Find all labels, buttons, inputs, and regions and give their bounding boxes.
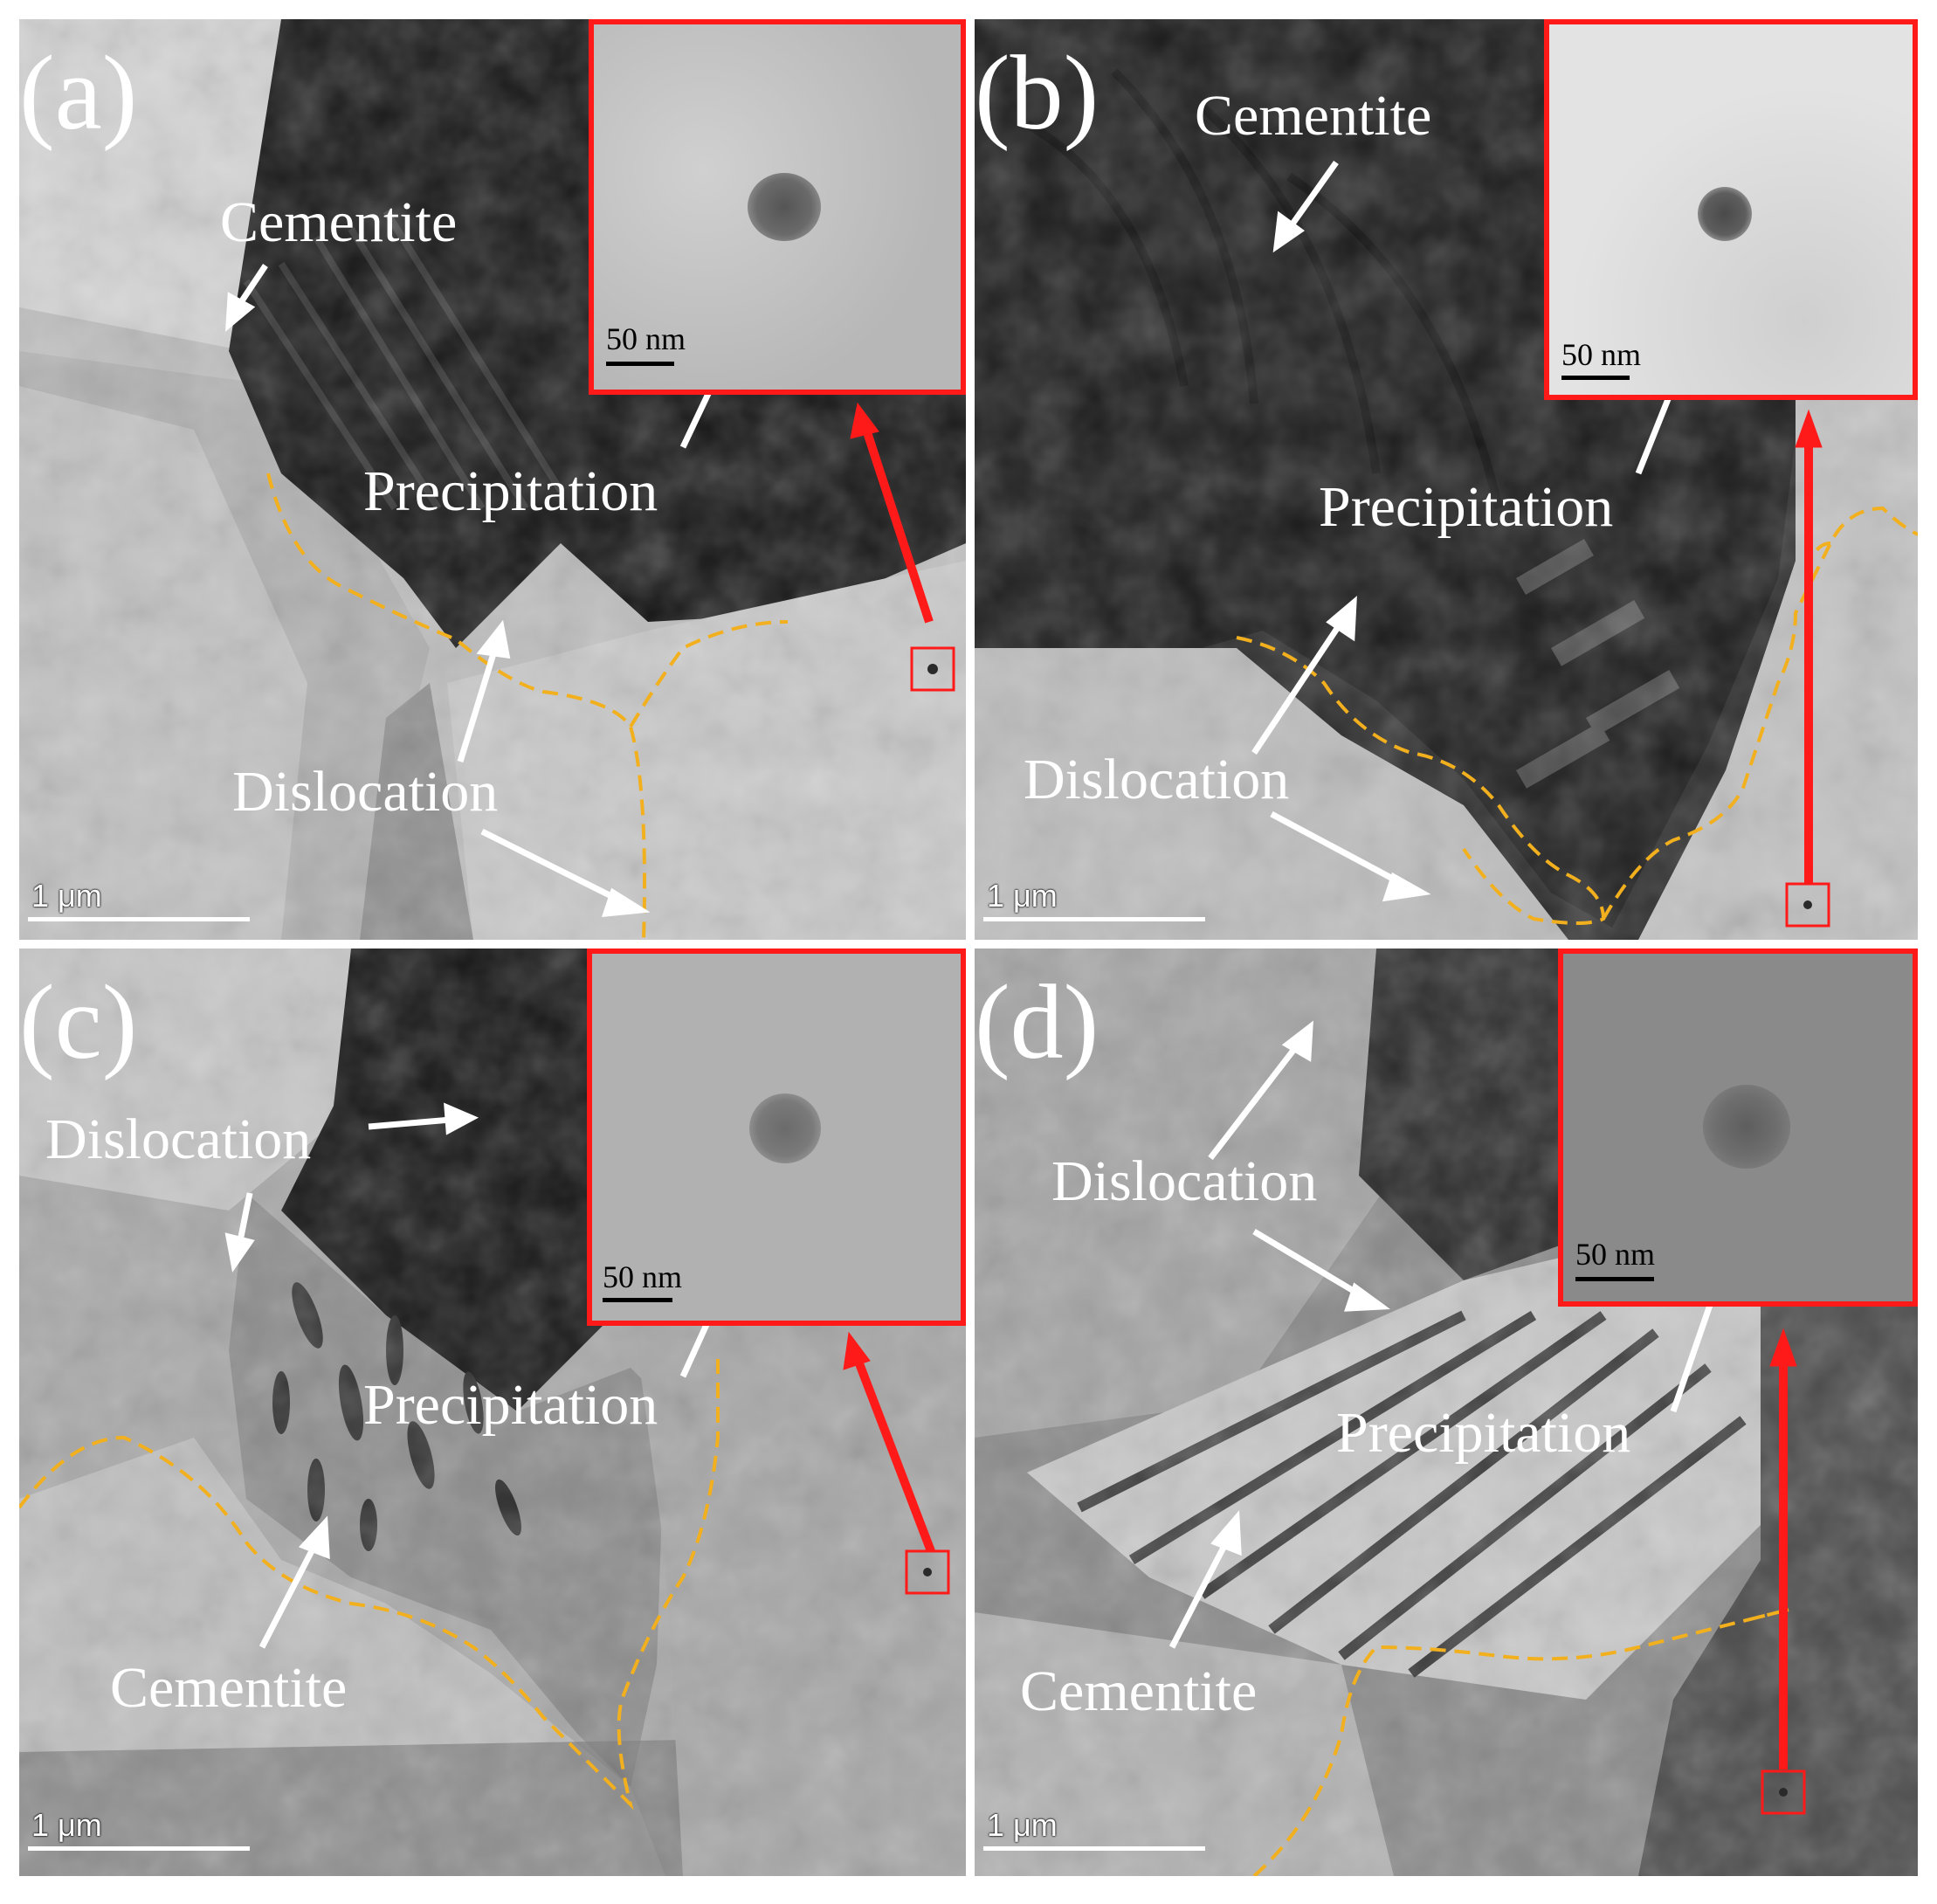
precipitation-label: Precipitation (363, 459, 658, 523)
scale-bar-label: 1 μm (987, 878, 1058, 914)
cementite-label: Cementite (220, 190, 458, 254)
scale-bar: 1 μm (983, 880, 1210, 933)
panel-c: (c) Dislocation Precipitation Cementite … (19, 949, 966, 1876)
cementite-arrow (258, 1541, 320, 1649)
inset-precipitate: 50 nm (587, 949, 966, 1326)
inset-pointer-arrow (853, 1357, 935, 1553)
dislocation-label: Dislocation (232, 760, 499, 824)
inset-pointer-arrow (862, 428, 934, 624)
panel-label: (a) (19, 34, 138, 152)
inset-scale-label: 50 nm (603, 1259, 683, 1294)
dislocation-arrow-1 (1208, 1042, 1300, 1161)
panel-c-overlay (19, 1102, 950, 1811)
panel-a: (a) Cementite Precipitation Dislocation … (19, 19, 966, 940)
precipitate-particle (1698, 187, 1752, 241)
cementite-label: Cementite (110, 1656, 348, 1720)
scale-bar-line (983, 1846, 1205, 1851)
panel-label: (d) (975, 963, 1099, 1081)
inset-source-box (1761, 1769, 1806, 1815)
dislocation-label: Dislocation (1051, 1149, 1318, 1213)
inset-source-box (1785, 882, 1830, 928)
cementite-label: Cementite (1195, 84, 1432, 148)
precipitation-label: Precipitation (363, 1373, 658, 1437)
dislocation-label: Dislocation (1024, 748, 1290, 811)
inset-scale-label: 50 nm (1561, 337, 1642, 372)
panel-d-overlay (1168, 1020, 1806, 1876)
panel-a-overlay (225, 255, 955, 940)
grain-boundary-line (19, 1359, 720, 1811)
precipitation-label: Precipitation (1319, 475, 1614, 539)
grain-boundary-line (1252, 1607, 1792, 1876)
inset-source-box (910, 646, 955, 692)
grain-boundary-line (266, 473, 789, 940)
inset-scale-bar (1561, 376, 1630, 380)
scale-bar-label: 1 μm (987, 1807, 1058, 1843)
inset-source-box (905, 1549, 950, 1595)
scale-bar: 1 μm (983, 1810, 1210, 1862)
cementite-arrow (1168, 1537, 1231, 1649)
cementite-arrow (1286, 160, 1339, 231)
panel-label: (c) (19, 963, 138, 1081)
dislocation-arrow-2 (480, 828, 624, 905)
inset-scale-bar (603, 1298, 672, 1302)
scale-bar: 1 μm (28, 880, 255, 933)
inset-precipitate: 50 nm (589, 19, 966, 395)
scale-bar-line (983, 917, 1205, 921)
panel-d: (d) Dislocation Precipitation Cementite … (975, 949, 1918, 1876)
dislocation-arrow-1 (457, 646, 499, 763)
panel-label: (b) (975, 34, 1099, 152)
inset-precipitate: 50 nm (1558, 949, 1918, 1307)
inset-precipitate: 50 nm (1544, 19, 1918, 400)
dislocation-label: Dislocation (45, 1107, 312, 1171)
scale-bar-line (28, 917, 250, 921)
scale-bar-label: 1 μm (31, 1807, 102, 1843)
dislocation-arrow-1 (1251, 620, 1344, 755)
dislocation-arrow-1 (368, 1116, 452, 1130)
inset-scale-label: 50 nm (606, 321, 686, 356)
precipitate-particle (748, 173, 821, 241)
precipitate-particle (749, 1093, 821, 1163)
panel-b: (b) Cementite Precipitation Dislocation … (975, 19, 1918, 940)
dislocation-arrow-2 (1270, 811, 1404, 887)
inset-scale-bar (1575, 1277, 1654, 1281)
scale-bar-label: 1 μm (31, 878, 102, 914)
scale-bar-line (28, 1846, 250, 1851)
scale-bar: 1 μm (28, 1810, 255, 1862)
inset-scale-bar (606, 362, 674, 366)
inset-scale-label: 50 nm (1575, 1237, 1656, 1272)
precipitate-particle (1703, 1085, 1790, 1169)
grain-boundary-line (1236, 506, 1918, 925)
cementite-label: Cementite (1020, 1659, 1258, 1723)
precipitation-label: Precipitation (1336, 1401, 1631, 1465)
dislocation-arrow-2 (1252, 1228, 1364, 1300)
